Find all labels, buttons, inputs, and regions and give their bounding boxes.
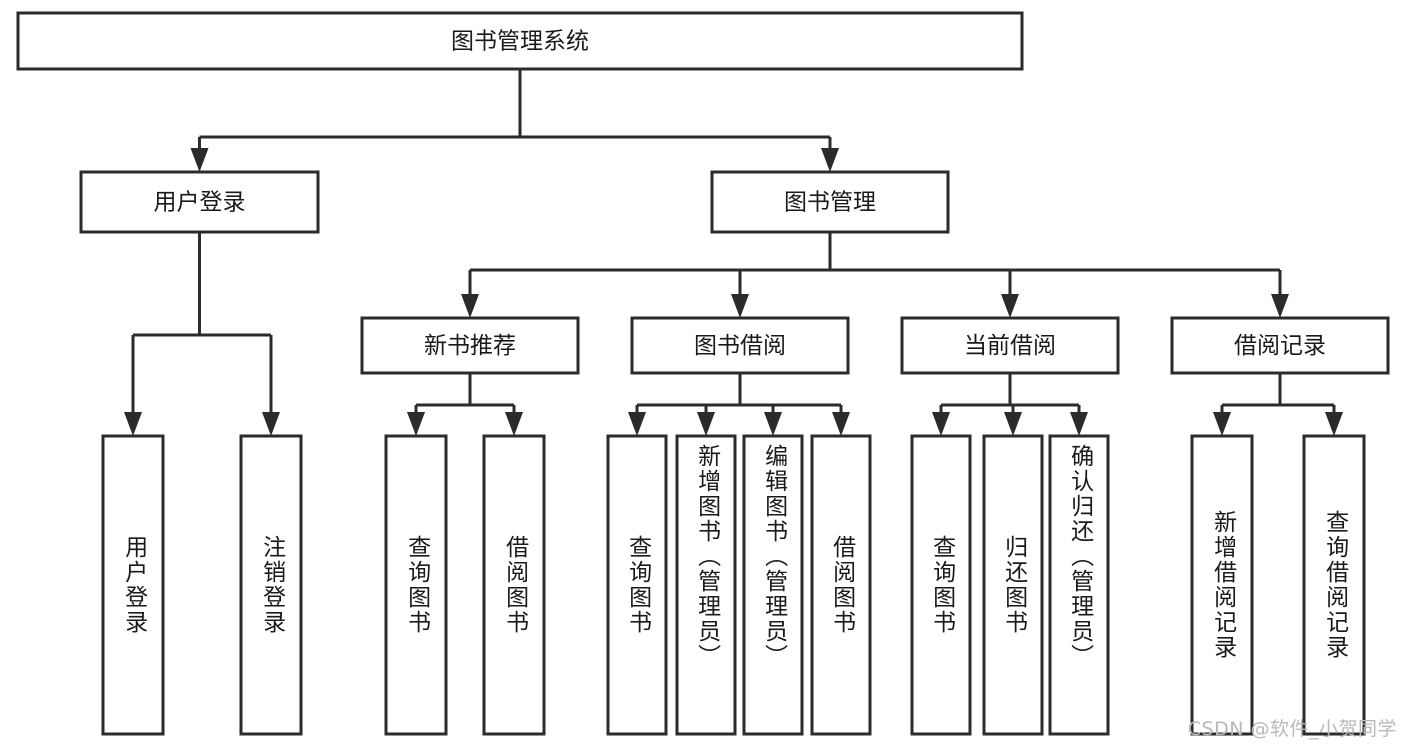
node-vlabel-box-leaf-user-login: 用户登录 [103,436,163,734]
node-leaf-query-book[interactable] [606,434,668,736]
node-label-leaf-query-book-cur: 查询图书 [928,535,955,635]
node-label-leaf-query-book: 查询图书 [624,535,651,635]
node-leaf-query-record[interactable] [1302,434,1366,736]
node-vlabel-box-leaf-query-book: 查询图书 [608,436,666,734]
node-label-leaf-return-book: 归还图书 [1000,535,1027,635]
node-label-leaf-query-book-new: 查询图书 [403,535,430,635]
node-vlabel-box-leaf-logout: 注销登录 [241,436,301,734]
node-box-current[interactable] [900,316,1120,375]
node-label-leaf-query-record: 查询借阅记录 [1321,510,1348,660]
node-bookmgmt[interactable]: 图书管理 [710,170,950,234]
node-vlabel-box-leaf-borrow-book-new: 借阅图书 [484,436,544,734]
node-label-leaf-add-record: 新增借阅记录 [1209,510,1236,660]
node-leaf-borrow-book-new[interactable] [482,434,546,736]
node-box-leaf-confirm-return[interactable] [1048,434,1110,736]
node-newbook[interactable]: 新书推荐 [360,316,580,375]
node-box-leaf-add-record[interactable] [1190,434,1254,736]
node-leaf-return-book[interactable] [982,434,1044,736]
node-vlabel-box-leaf-add-book: 新增图书（管理员） [677,436,735,734]
node-leaf-query-book-new[interactable] [384,434,448,736]
node-box-borrow[interactable] [630,316,850,375]
node-leaf-user-login[interactable] [101,434,165,736]
node-box-leaf-user-login[interactable] [101,434,165,736]
node-box-leaf-logout[interactable] [239,434,303,736]
node-label-newbook: 新书推荐 [424,333,516,359]
node-box-leaf-query-book[interactable] [606,434,668,736]
node-vlabel-box-leaf-add-record: 新增借阅记录 [1192,436,1252,734]
node-leaf-logout[interactable] [239,434,303,736]
node-box-bookmgmt[interactable] [710,170,950,234]
node-label-leaf-edit-book: 编辑图书（管理员） [760,444,787,669]
node-box-root[interactable] [16,11,1024,71]
node-label-leaf-logout: 注销登录 [258,535,285,635]
edge-layer [124,69,1343,436]
node-box-leaf-add-book[interactable] [675,434,737,736]
node-label-leaf-borrow-book: 借阅图书 [828,535,855,635]
node-label-borrow: 图书借阅 [694,333,786,359]
node-root[interactable]: 图书管理系统 [16,11,1024,71]
node-leaf-confirm-return[interactable] [1048,434,1110,736]
node-leaf-add-book[interactable] [675,434,737,736]
node-label-records: 借阅记录 [1234,333,1326,359]
node-vlabel-box-leaf-confirm-return: 确认归还（管理员） [1050,436,1108,734]
node-label-root: 图书管理系统 [451,29,589,55]
node-box-leaf-borrow-book[interactable] [810,434,872,736]
node-label-current: 当前借阅 [964,333,1056,359]
node-current[interactable]: 当前借阅 [900,316,1120,375]
node-box-leaf-query-book-new[interactable] [384,434,448,736]
node-leaf-borrow-book[interactable] [810,434,872,736]
node-box-login[interactable] [79,170,320,234]
node-label-leaf-user-login: 用户登录 [120,535,147,635]
node-label-leaf-add-book: 新增图书（管理员） [693,444,720,669]
node-leaf-edit-book[interactable] [742,434,804,736]
node-borrow[interactable]: 图书借阅 [630,316,850,375]
node-box-records[interactable] [1170,316,1390,375]
node-box-leaf-return-book[interactable] [982,434,1044,736]
csdn-watermark: CSDN @软件_小贺同学 [1187,718,1397,740]
node-vlabel-box-leaf-query-record: 查询借阅记录 [1304,436,1364,734]
node-vlabel-box-leaf-return-book: 归还图书 [984,436,1042,734]
node-records[interactable]: 借阅记录 [1170,316,1390,375]
node-box-leaf-query-book-cur[interactable] [910,434,972,736]
node-vlabel-box-leaf-edit-book: 编辑图书（管理员） [744,436,802,734]
node-box-leaf-borrow-book-new[interactable] [482,434,546,736]
node-label-leaf-borrow-book-new: 借阅图书 [501,535,528,635]
node-label-bookmgmt: 图书管理 [784,190,876,216]
node-leaf-add-record[interactable] [1190,434,1254,736]
node-box-leaf-edit-book[interactable] [742,434,804,736]
node-label-login: 用户登录 [154,190,246,216]
node-label-leaf-confirm-return: 确认归还（管理员） [1066,444,1093,669]
node-vlabel-box-leaf-borrow-book: 借阅图书 [812,436,870,734]
node-box-leaf-query-record[interactable] [1302,434,1366,736]
node-vlabel-box-leaf-query-book-cur: 查询图书 [912,436,970,734]
node-vlabel-box-leaf-query-book-new: 查询图书 [386,436,446,734]
node-login[interactable]: 用户登录 [79,170,320,234]
node-box-newbook[interactable] [360,316,580,375]
node-leaf-query-book-cur[interactable] [910,434,972,736]
